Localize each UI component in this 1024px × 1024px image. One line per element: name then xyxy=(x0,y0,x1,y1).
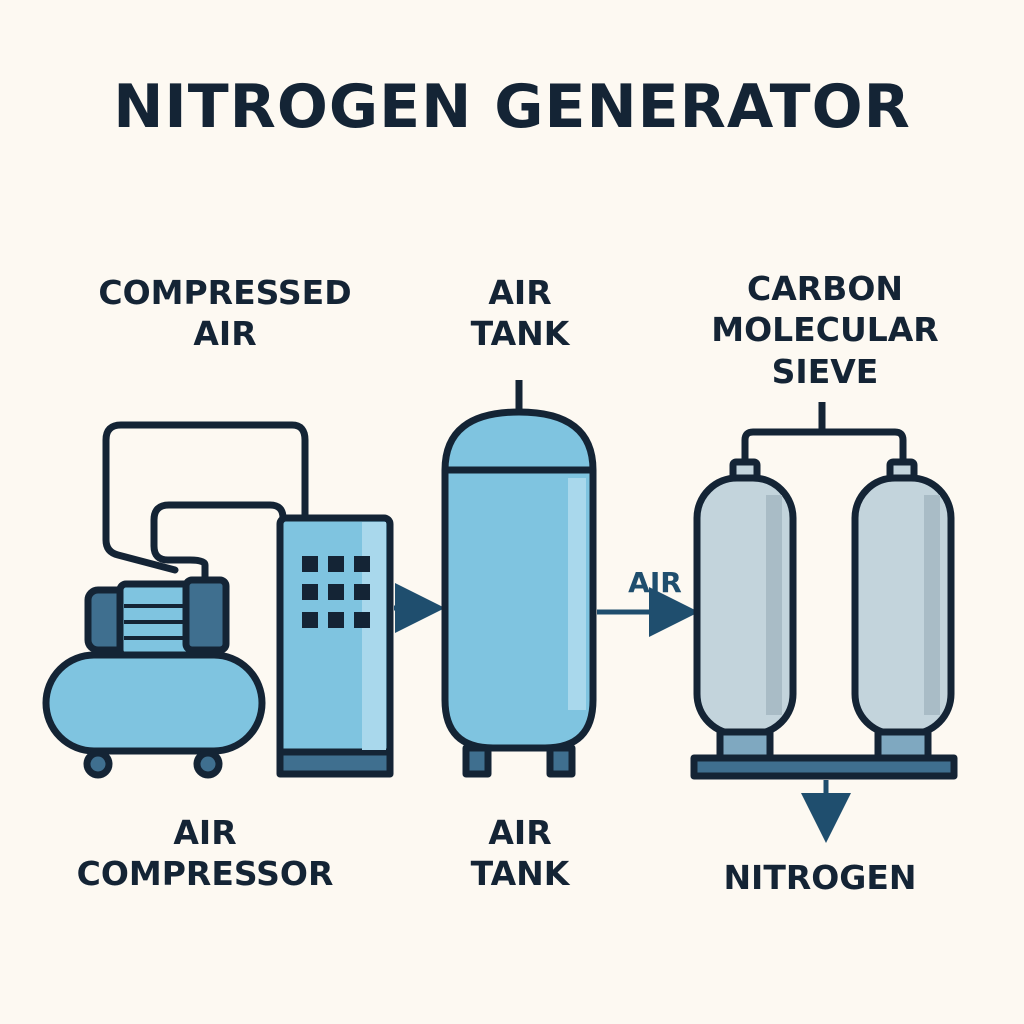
control-cabinet-icon xyxy=(276,514,394,778)
cabinet-base xyxy=(276,748,394,778)
cabinet-vent-grid xyxy=(302,556,370,628)
compressor-pump-head xyxy=(182,576,230,654)
compressor-tank xyxy=(42,651,266,755)
compressor-wheel-right xyxy=(193,749,223,779)
compressor-wheel-left xyxy=(83,749,113,779)
air-compressor-label: AIR COMPRESSOR xyxy=(60,812,350,895)
carbon-sieve-label-line1: CARBON xyxy=(747,269,903,308)
air-tank-bottom-label-line1: AIR xyxy=(488,813,552,852)
compressed-air-label: COMPRESSED AIR xyxy=(90,272,360,355)
page-title: NITROGEN GENERATOR xyxy=(113,72,911,142)
air-compressor-label-line2: COMPRESSOR xyxy=(76,854,334,894)
carbon-sieve-label-line3: SIEVE xyxy=(771,351,879,391)
air-compressor-label-line1: AIR xyxy=(173,813,237,852)
nitrogen-label: NITROGEN xyxy=(723,858,917,897)
compressed-air-label-line1: COMPRESSED xyxy=(98,273,352,312)
air-tank-top-label-line2: TANK xyxy=(470,314,570,354)
air-tank-bottom-label-line2: TANK xyxy=(470,854,570,894)
air-tank-bottom-label: AIR TANK xyxy=(420,812,620,895)
sieve-base-plate xyxy=(690,754,958,780)
air-compressor-icon xyxy=(42,576,266,779)
compressor-hose xyxy=(102,421,309,584)
air-tank-leg-right xyxy=(546,744,576,778)
carbon-sieve-label: CARBON MOLECULAR SIEVE xyxy=(680,268,970,392)
air-tank-body xyxy=(441,408,597,752)
carbon-sieve-vessel-icon xyxy=(690,402,958,780)
compressed-air-label-line2: AIR xyxy=(193,314,257,354)
air-tank-top-label: AIR TANK xyxy=(420,272,620,355)
air-tank-top-label-line1: AIR xyxy=(488,273,552,312)
air-tank-leg-left xyxy=(462,744,492,778)
air-tank-icon xyxy=(441,380,597,778)
carbon-sieve-label-line2: MOLECULAR xyxy=(711,310,939,350)
sieve-manifold xyxy=(741,402,907,462)
